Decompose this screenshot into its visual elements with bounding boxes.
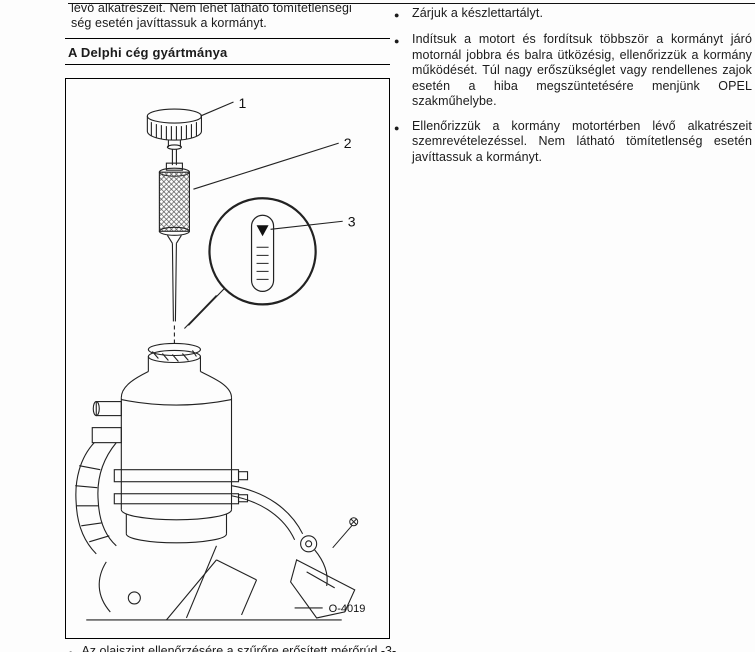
part-label-2: 2 — [193, 135, 352, 190]
svg-text:3: 3 — [348, 213, 356, 229]
dipstick-rod — [171, 243, 177, 344]
reservoir-neck — [147, 342, 202, 372]
engine-detail-lines — [86, 545, 356, 621]
magnifier-detail — [184, 197, 317, 329]
svg-text:1: 1 — [239, 95, 247, 111]
part-label-1: 1 — [200, 95, 247, 117]
list-item-text: Zárjuk a készlettartályt. — [412, 6, 544, 20]
filler-cap — [146, 108, 203, 166]
cropped-paragraph: lévő alkatrészeit. Nem lehet látható töm… — [71, 4, 389, 35]
part-label-3: 3 — [270, 213, 356, 230]
list-item: ● Zárjuk a készlettartályt. — [394, 6, 752, 23]
technical-drawing-svg: 1 2 3 — [75, 95, 366, 621]
cropped-paragraph-line1: lévő alkatrészeit. Nem lehet látható töm… — [71, 4, 352, 15]
section-heading: A Delphi cég gyártmánya — [68, 45, 228, 60]
list-item: ● Indítsuk a motort és fordítsuk többszö… — [394, 32, 752, 110]
svg-text:O-4019: O-4019 — [329, 603, 366, 615]
list-item: ● Ellenőrizzük a kormány motortérben lév… — [394, 119, 752, 166]
screw-icon — [332, 517, 359, 549]
pipe-right — [231, 485, 328, 586]
filter-screen — [158, 162, 190, 244]
bullet-icon: ● — [68, 644, 73, 652]
svg-text:2: 2 — [344, 135, 352, 151]
bullet-icon: ● — [394, 36, 400, 46]
top-crop-rule — [68, 3, 755, 4]
instruction-list: ● Zárjuk a készlettartályt. ● Indítsuk a… — [394, 6, 752, 174]
drawing-code: O-4019 — [294, 603, 366, 615]
reservoir-body — [91, 371, 249, 544]
hose-left — [75, 442, 117, 555]
figure-caption-text: Az olajszint ellenőrzésére a szűrőre erő… — [81, 644, 397, 652]
figure-caption: ● Az olajszint ellenőrzésére a szűrőre e… — [68, 644, 398, 652]
list-item-text: Indítsuk a motort és fordítsuk többször … — [412, 32, 752, 108]
figure-delphi-reservoir: 1 2 3 — [65, 78, 390, 639]
list-item-text: Ellenőrizzük a kormány motortérben lévő … — [412, 118, 752, 164]
section-divider-top — [65, 38, 390, 39]
bullet-icon: ● — [394, 10, 400, 20]
bullet-icon: ● — [394, 122, 400, 133]
section-divider-bottom — [65, 64, 390, 65]
oil-level-arrow-icon — [256, 225, 269, 237]
cropped-paragraph-line2: ség esetén javíttassuk a kormányt. — [71, 16, 267, 30]
